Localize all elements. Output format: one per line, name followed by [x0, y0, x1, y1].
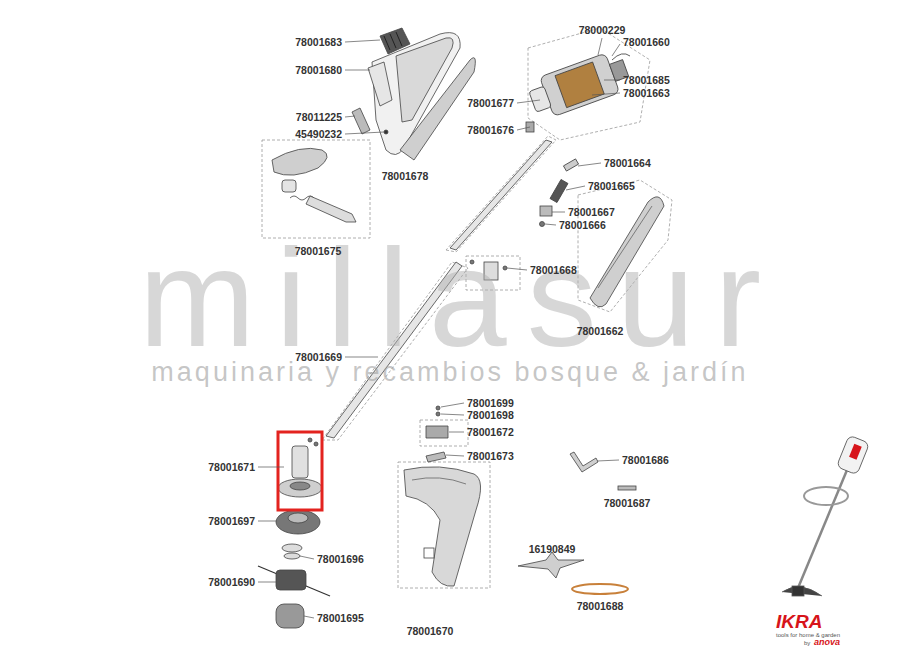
part-number: 78001696: [317, 554, 364, 565]
part-number: 78001667: [568, 207, 615, 218]
part-number: 78001669: [295, 352, 342, 363]
part-number: 78001680: [295, 65, 342, 76]
brand-logo: IKRA: [776, 612, 822, 631]
part-number: 78001695: [317, 613, 364, 624]
part-number: 78001677: [467, 98, 514, 109]
part-number: 78001663: [623, 88, 670, 99]
part-number: 45490232: [295, 129, 342, 140]
part-number: 78001697: [208, 516, 255, 527]
part-number: 78001666: [559, 220, 606, 231]
part-number: 78001675: [295, 246, 342, 257]
watermark: millasur: [139, 228, 781, 368]
part-number: 78011225: [296, 112, 342, 123]
part-number: 78001664: [604, 158, 651, 169]
brand-name: anova: [814, 638, 840, 647]
part-number: 78001699: [467, 398, 514, 409]
part-number: 78001686: [622, 455, 669, 466]
part-number: 78001670: [407, 626, 454, 637]
part-number: 78001688: [577, 601, 624, 612]
part-number: 78001687: [604, 498, 651, 509]
part-number: 78001660: [623, 37, 670, 48]
part-number: 78001676: [467, 125, 514, 136]
part-number: 78001673: [467, 451, 514, 462]
part-number: 78000229: [579, 25, 626, 36]
part-number: 78001683: [295, 37, 342, 48]
part-number: 78001672: [467, 427, 514, 438]
part-number: 78001665: [588, 181, 635, 192]
part-number: 78001671: [208, 462, 255, 473]
part-number: 78001698: [467, 410, 514, 421]
watermark-tagline: maquinaria y recambios bosque & jardín: [151, 359, 748, 386]
brand-by: by: [804, 640, 810, 646]
part-number: 78001690: [208, 577, 255, 588]
part-number: 78001678: [382, 171, 429, 182]
part-number: 78001685: [623, 75, 670, 86]
part-number: 78001668: [530, 265, 577, 276]
part-number: 78001662: [577, 326, 624, 337]
part-number: 16190849: [529, 544, 576, 555]
